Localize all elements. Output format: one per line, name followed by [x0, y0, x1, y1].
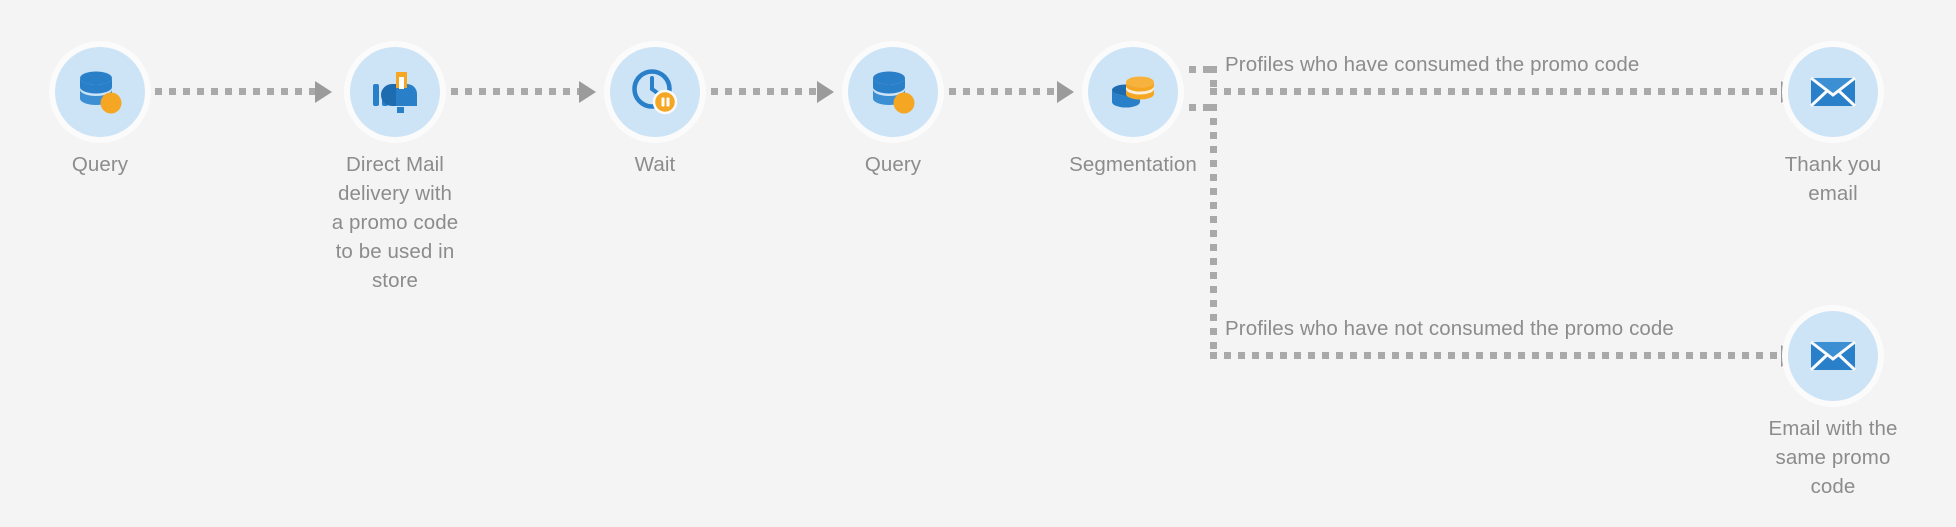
- node-query-1-circle[interactable]: [55, 47, 145, 137]
- node-direct-mail[interactable]: Direct Mail delivery with a promo code t…: [315, 47, 475, 295]
- branch-not-consumed-vertical: [1210, 104, 1217, 352]
- node-same-promo-email-label: Email with the same promo code: [1768, 417, 1898, 498]
- branch-consumed-label: Profiles who have consumed the promo cod…: [1225, 53, 1640, 76]
- connector-wait-to-query2: [711, 88, 817, 95]
- node-query-1-label: Query: [71, 153, 129, 176]
- node-direct-mail-label: Direct Mail delivery with a promo code t…: [331, 153, 459, 292]
- node-query-2-label: Query: [864, 153, 922, 176]
- branch-consumed-stub: [1189, 66, 1217, 73]
- segmentation-icon: [1107, 66, 1159, 118]
- mailbox-icon: [369, 66, 421, 118]
- connector-directmail-to-wait: [451, 88, 579, 95]
- node-segmentation[interactable]: Segmentation: [1053, 47, 1213, 179]
- branch-consumed-line: [1210, 88, 1781, 95]
- node-wait-circle[interactable]: [610, 47, 700, 137]
- node-thank-you-email[interactable]: Thank you email: [1753, 47, 1913, 208]
- node-wait[interactable]: Wait: [575, 47, 735, 179]
- node-same-promo-email[interactable]: Email with the same promo code: [1753, 311, 1913, 501]
- envelope-icon: [1808, 331, 1858, 381]
- node-wait-label: Wait: [634, 153, 676, 176]
- connector-query2-to-segmentation: [949, 88, 1057, 95]
- arrowhead-query1-to-directmail: [315, 81, 332, 103]
- node-direct-mail-circle[interactable]: [350, 47, 440, 137]
- node-query-1[interactable]: Query: [20, 47, 180, 179]
- arrowhead-wait-to-query2: [817, 81, 834, 103]
- node-thank-you-email-label: Thank you email: [1784, 153, 1882, 205]
- connector-query1-to-directmail: [155, 88, 315, 95]
- arrowhead-query2-to-segmentation: [1057, 81, 1074, 103]
- node-query-2[interactable]: Query: [813, 47, 973, 179]
- node-same-promo-email-circle[interactable]: [1788, 311, 1878, 401]
- node-query-2-circle[interactable]: [848, 47, 938, 137]
- envelope-icon: [1808, 67, 1858, 117]
- node-thank-you-email-circle[interactable]: [1788, 47, 1878, 137]
- database-icon: [74, 66, 126, 118]
- branch-not-consumed-label: Profiles who have not consumed the promo…: [1225, 317, 1674, 340]
- database-icon: [867, 66, 919, 118]
- clock-pause-icon: [629, 66, 681, 118]
- branch-not-consumed-stub: [1189, 104, 1217, 111]
- branch-not-consumed-line: [1210, 352, 1781, 359]
- node-segmentation-label: Segmentation: [1069, 153, 1197, 176]
- node-segmentation-circle[interactable]: [1088, 47, 1178, 137]
- arrowhead-directmail-to-wait: [579, 81, 596, 103]
- branch-consumed-elbow: [1210, 66, 1217, 88]
